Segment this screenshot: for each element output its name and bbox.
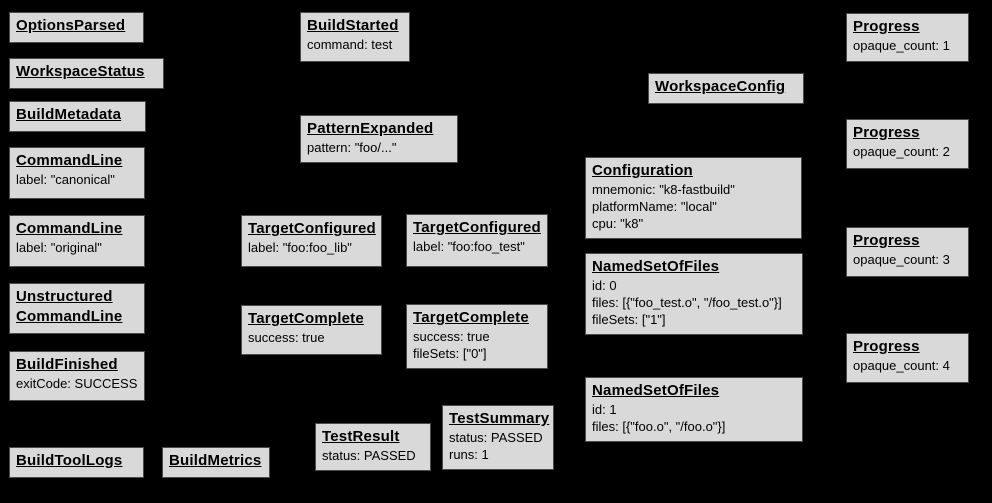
node-field: id: 0	[592, 278, 617, 293]
node-test-result: TestResult status: PASSED	[315, 423, 431, 471]
node-title: Unstructured CommandLine	[16, 288, 123, 325]
node-field: success: true	[413, 329, 490, 344]
node-field: mnemonic: "k8-fastbuild"	[592, 182, 735, 197]
node-title: BuildFinished	[16, 356, 118, 373]
node-build-tool-logs: BuildToolLogs	[9, 447, 144, 478]
node-title: CommandLine	[16, 152, 123, 169]
node-target-configured-foo-test: TargetConfigured label: "foo:foo_test"	[406, 214, 548, 267]
node-field: cpu: "k8"	[592, 216, 644, 231]
node-title: NamedSetOfFiles	[592, 258, 720, 275]
node-title: TestSummary	[449, 410, 550, 427]
node-field: exitCode: SUCCESS	[16, 376, 138, 391]
node-title: OptionsParsed	[16, 17, 126, 34]
node-field: fileSets: ["0"]	[413, 346, 487, 361]
node-title: WorkspaceStatus	[16, 63, 145, 80]
node-title: NamedSetOfFiles	[592, 382, 720, 399]
node-field: label: "canonical"	[16, 172, 115, 187]
node-workspace-status: WorkspaceStatus	[9, 58, 164, 89]
node-title: WorkspaceConfig	[655, 78, 786, 95]
node-named-set-of-files-0: NamedSetOfFiles id: 0 files: [{"foo_test…	[585, 253, 803, 335]
node-progress-2: Progress opaque_count: 2	[846, 119, 969, 169]
node-command-line-canonical: CommandLine label: "canonical"	[9, 147, 145, 199]
node-build-finished: BuildFinished exitCode: SUCCESS	[9, 351, 145, 401]
node-title: Progress	[853, 124, 920, 141]
node-field: opaque_count: 4	[853, 358, 950, 373]
node-target-complete-foo-test: TargetComplete success: true fileSets: […	[406, 304, 548, 369]
node-title: Configuration	[592, 162, 693, 179]
node-field: command: test	[307, 37, 393, 52]
node-field: label: "original"	[16, 240, 102, 255]
node-progress-4: Progress opaque_count: 4	[846, 333, 969, 383]
node-field: id: 1	[592, 402, 617, 417]
node-field: platformName: "local"	[592, 199, 717, 214]
node-field: files: [{"foo.o", "/foo.o"}]	[592, 419, 726, 434]
node-configuration: Configuration mnemonic: "k8-fastbuild" p…	[585, 157, 802, 239]
node-field: opaque_count: 2	[853, 144, 950, 159]
node-field: label: "foo:foo_lib"	[248, 240, 352, 255]
node-target-configured-foo-lib: TargetConfigured label: "foo:foo_lib"	[241, 215, 382, 267]
node-title: PatternExpanded	[307, 120, 434, 137]
node-pattern-expanded: PatternExpanded pattern: "foo/..."	[300, 115, 458, 163]
node-build-metrics: BuildMetrics	[162, 447, 270, 478]
node-unstructured-command-line: Unstructured CommandLine	[9, 283, 145, 334]
node-title: BuildMetrics	[169, 452, 262, 469]
node-target-complete-foo-lib: TargetComplete success: true	[241, 305, 382, 355]
node-title: CommandLine	[16, 220, 123, 237]
node-options-parsed: OptionsParsed	[9, 12, 144, 43]
node-title: TargetConfigured	[413, 219, 541, 236]
node-field: status: PASSED	[449, 430, 543, 445]
node-title: BuildToolLogs	[16, 452, 123, 469]
node-progress-3: Progress opaque_count: 3	[846, 227, 969, 277]
node-field: fileSets: ["1"]	[592, 312, 666, 327]
node-field: status: PASSED	[322, 448, 416, 463]
node-build-metadata: BuildMetadata	[9, 101, 146, 132]
node-title: Progress	[853, 232, 920, 249]
node-field: success: true	[248, 330, 325, 345]
node-field: runs: 1	[449, 447, 489, 462]
node-field: label: "foo:foo_test"	[413, 239, 525, 254]
node-title: TargetComplete	[413, 309, 529, 326]
node-title: Progress	[853, 18, 920, 35]
node-title: BuildStarted	[307, 17, 399, 34]
node-title: TestResult	[322, 428, 400, 445]
node-field: opaque_count: 3	[853, 252, 950, 267]
node-field: files: [{"foo_test.o", "/foo_test.o"}]	[592, 295, 782, 310]
node-title: BuildMetadata	[16, 106, 122, 123]
node-field: pattern: "foo/..."	[307, 140, 397, 155]
node-command-line-original: CommandLine label: "original"	[9, 215, 145, 267]
node-test-summary: TestSummary status: PASSED runs: 1	[442, 405, 554, 470]
node-field: opaque_count: 1	[853, 38, 950, 53]
node-named-set-of-files-1: NamedSetOfFiles id: 1 files: [{"foo.o", …	[585, 377, 803, 442]
node-workspace-config: WorkspaceConfig	[648, 73, 804, 104]
node-title: TargetConfigured	[248, 220, 376, 237]
node-progress-1: Progress opaque_count: 1	[846, 13, 969, 62]
node-title: Progress	[853, 338, 920, 355]
node-title: TargetComplete	[248, 310, 364, 327]
node-build-started: BuildStarted command: test	[300, 12, 410, 62]
